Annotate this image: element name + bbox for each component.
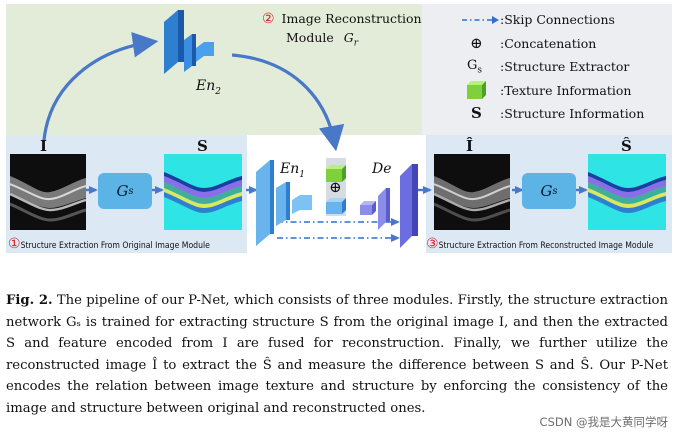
label-recon-structure: Ŝ <box>621 137 632 155</box>
module1-label: Structure Extraction From Original Image… <box>20 241 210 251</box>
circle-plus-icon: ⊕ <box>470 34 483 52</box>
legend-item-structure-extractor: :Structure Extractor <box>500 59 630 74</box>
decoder-label: De <box>372 161 392 177</box>
en2-label-sub: 2 <box>215 86 221 97</box>
concat-symbol: ⊕ <box>329 178 342 196</box>
oct-reconstructed-image <box>434 154 510 230</box>
s-symbol-icon: S <box>471 104 482 122</box>
module2-number: ② <box>262 11 275 27</box>
structure-map-S-hat <box>588 154 666 230</box>
module3-label: Structure Extraction From Reconstructed … <box>438 241 654 251</box>
module2-title-line1: Image Reconstruction <box>281 11 422 26</box>
gs-symbol-base: G <box>467 58 478 73</box>
decoder-blocks <box>360 164 418 248</box>
label-structure-S: S <box>197 137 208 155</box>
gs-symbol-icon: Gs <box>467 58 482 76</box>
en1-label-base: En <box>280 161 300 177</box>
en1-label: En1 <box>280 161 305 180</box>
label-image-I: I <box>40 137 48 155</box>
legend-item-structure-information: :Structure Information <box>500 106 645 121</box>
module3-number: ③ <box>426 236 439 252</box>
encoder-en1-blocks <box>256 160 312 246</box>
image-reconstruction-module-region <box>6 4 422 135</box>
gs1-base: G <box>116 182 129 200</box>
module2-title-line2-row: Module Gr <box>286 30 358 52</box>
pipeline-arrows <box>42 10 588 248</box>
fusion-stack <box>326 158 346 216</box>
module1-caption: ①Structure Extraction From Original Imag… <box>8 233 210 252</box>
structure-map-S <box>164 154 242 230</box>
label-recon-image: Î <box>466 137 474 155</box>
gs-symbol-sub: s <box>477 65 483 76</box>
en2-label-base: En <box>196 78 216 94</box>
legend-item-skip-connections: :Skip Connections <box>500 12 615 27</box>
module2-title: ② Image Reconstruction <box>262 11 422 27</box>
legend-item-texture-information: :Texture Information <box>500 83 632 98</box>
en1-label-sub: 1 <box>299 169 305 180</box>
en2-label: En2 <box>196 78 221 97</box>
legend-region <box>422 4 672 135</box>
pipeline-figure: ② Image Reconstruction Module Gr :Skip C… <box>6 4 672 253</box>
green-cube-icon <box>467 81 486 99</box>
module2-symbol-sub: r <box>353 38 359 49</box>
module2-symbol: G <box>343 30 354 45</box>
encoder-en2-blocks <box>164 10 214 74</box>
gs2-sub: s <box>552 185 558 197</box>
module1-number: ① <box>8 236 21 252</box>
figure-label: Fig. 2. <box>6 293 53 308</box>
figure-caption-text: The pipeline of our P-Net, which consist… <box>6 293 668 416</box>
arrow-image-to-en2 <box>42 32 159 141</box>
gs1-sub: s <box>128 185 134 197</box>
watermark: CSDN @我是大黄同学呀 <box>539 415 668 429</box>
oct-original-image <box>10 154 86 230</box>
arrow-en2-to-concat <box>231 53 345 152</box>
figure-caption: Fig. 2. The pipeline of our P-Net, which… <box>6 290 668 419</box>
gs2-base: G <box>540 182 553 200</box>
module2-title-line2: Module <box>286 30 334 45</box>
dash-dot-arrow-icon <box>462 16 499 24</box>
legend-item-concatenation: :Concatenation <box>500 36 597 51</box>
module3-caption: ③Structure Extraction From Reconstructed… <box>426 233 653 252</box>
